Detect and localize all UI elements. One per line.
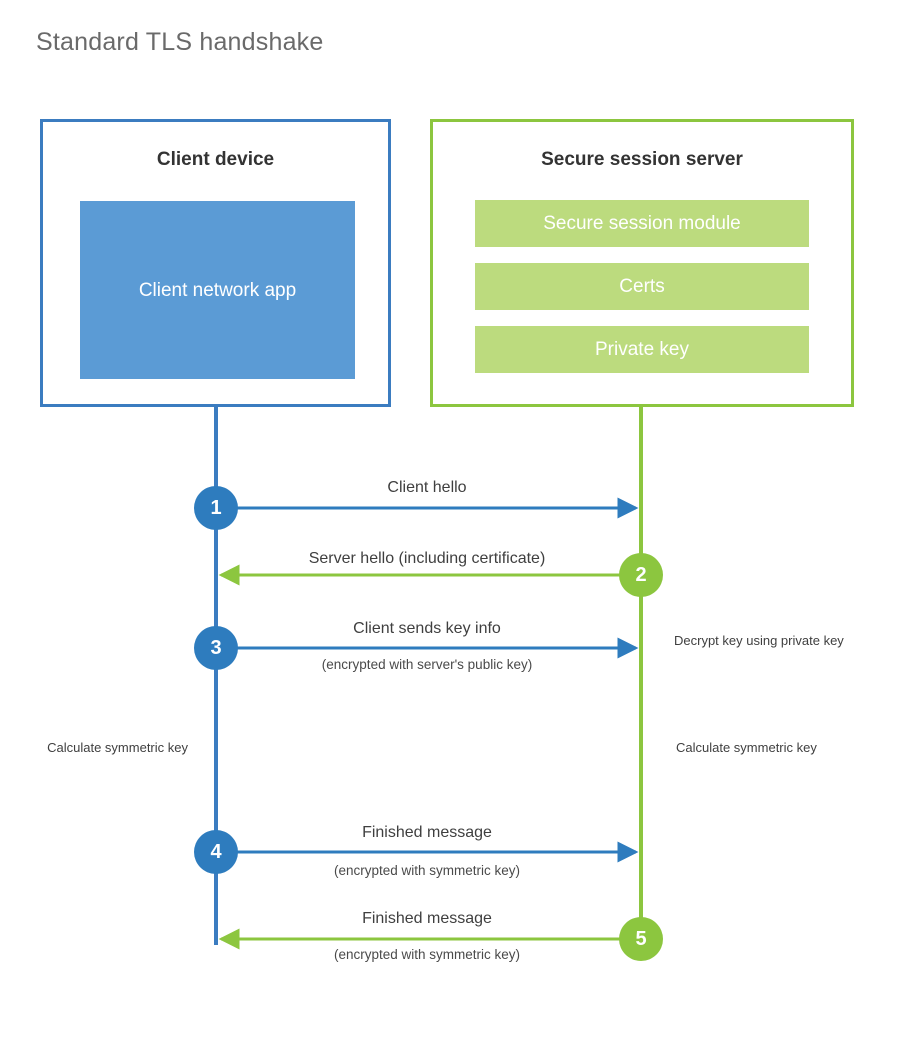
message-label-1: Client hello xyxy=(387,479,467,496)
server-module-private-key: Private key xyxy=(475,326,809,373)
client-device-title: Client device xyxy=(156,149,275,170)
secure-session-server-box: Secure session server Secure session mod… xyxy=(430,119,854,407)
message-sublabel-3: (encrypted with server's public key) xyxy=(321,657,533,672)
client-network-app-block: Client network app xyxy=(80,201,355,379)
message-label-2: Server hello (including certificate) xyxy=(308,550,546,567)
message-label-5: Finished message xyxy=(362,910,492,927)
annotation-decrypt-key: Decrypt key using private key xyxy=(674,633,844,648)
message-label-4: Finished message xyxy=(362,824,492,841)
message-label-3: Client sends key info xyxy=(353,620,501,637)
server-lifeline xyxy=(639,407,643,940)
secure-session-server-title: Secure session server xyxy=(541,149,743,170)
client-device-box: Client device Client network app xyxy=(40,119,391,407)
annotation-calculate-symmetric-key-client: Calculate symmetric key xyxy=(47,740,188,755)
annotation-calculate-symmetric-key-server: Calculate symmetric key xyxy=(676,740,817,755)
step-marker-2[interactable]: 2 xyxy=(619,553,663,597)
page-title: Standard TLS handshake xyxy=(36,28,324,56)
step-marker-4[interactable]: 4 xyxy=(194,830,238,874)
step-marker-5[interactable]: 5 xyxy=(619,917,663,961)
server-module-secure-session-module: Secure session module xyxy=(475,200,809,247)
message-sublabel-4: (encrypted with symmetric key) xyxy=(333,863,521,878)
message-sublabel-5: (encrypted with symmetric key) xyxy=(333,947,521,962)
client-lifeline xyxy=(214,407,218,945)
step-marker-1[interactable]: 1 xyxy=(194,486,238,530)
server-module-certs: Certs xyxy=(475,263,809,310)
step-marker-3[interactable]: 3 xyxy=(194,626,238,670)
